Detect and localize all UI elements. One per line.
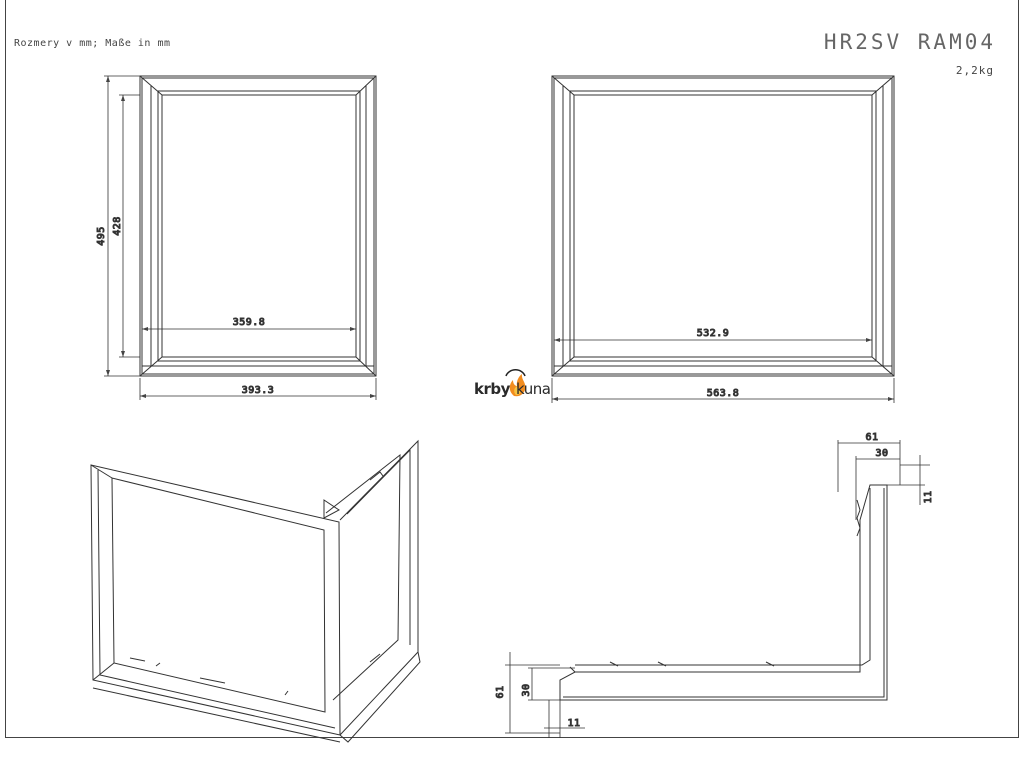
dim-profile-left-30: 30 bbox=[521, 683, 532, 696]
dim-profile-right-11: 11 bbox=[923, 490, 934, 503]
dim-side-width-outer: 563.8 bbox=[707, 388, 740, 399]
side-view-frame bbox=[551, 75, 895, 377]
logo-arc bbox=[505, 369, 526, 377]
flame-icon bbox=[509, 374, 526, 397]
profile-section bbox=[559, 484, 888, 701]
front-view-dims bbox=[104, 75, 377, 400]
dim-profile-top-30: 30 bbox=[875, 448, 888, 459]
profile-dims bbox=[505, 440, 930, 738]
isometric-view bbox=[90, 439, 421, 743]
front-view-arrows bbox=[106, 76, 376, 398]
krbykuna-logo: krby kuna bbox=[474, 368, 554, 408]
dim-front-width-outer: 393.3 bbox=[242, 385, 275, 396]
side-view-dims bbox=[551, 339, 895, 403]
drawing-title: HR2SV RAM04 bbox=[823, 30, 996, 54]
dim-front-height-inner: 428 bbox=[112, 216, 123, 236]
dim-profile-top-61: 61 bbox=[865, 432, 878, 443]
front-view-frame bbox=[139, 75, 377, 377]
dim-side-width-inner: 532.9 bbox=[697, 328, 730, 339]
logo-text-kuna: kuna bbox=[516, 380, 551, 398]
side-view-arrows bbox=[552, 338, 894, 401]
dim-profile-left-61: 61 bbox=[495, 685, 506, 698]
drawing-sheet bbox=[5, 0, 1019, 738]
dim-front-height-outer: 495 bbox=[96, 226, 107, 246]
weight-label: 2,2kg bbox=[955, 64, 994, 77]
dim-profile-bottom-11: 11 bbox=[567, 718, 580, 729]
dim-front-width-inner: 359.8 bbox=[233, 317, 266, 328]
units-note: Rozmery v mm; Maße in mm bbox=[14, 38, 171, 49]
logo-text-krby: krby bbox=[474, 380, 510, 398]
